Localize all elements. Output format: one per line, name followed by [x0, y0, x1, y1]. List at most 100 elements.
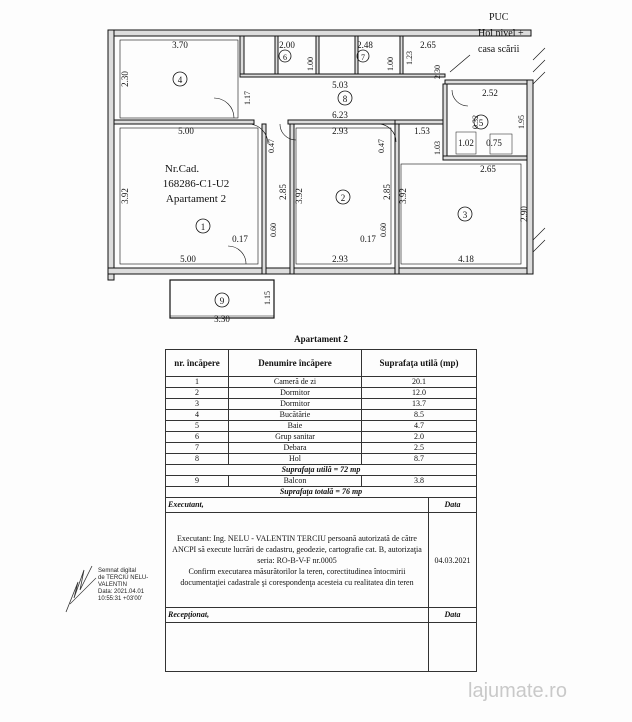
signature-line: VALENTIN: [98, 582, 127, 588]
dim-label: 2.85: [382, 184, 392, 200]
receptionat-body-row: [165, 622, 477, 672]
cell-name: Hol: [228, 453, 362, 465]
dim-label: 2.30: [120, 71, 130, 87]
cell-name: Grup sanitar: [228, 431, 362, 443]
cell-area: 2.5: [361, 442, 477, 454]
data-label-2: Data: [428, 607, 477, 623]
dim-label: 6.23: [332, 110, 348, 120]
signature-line: de TERCIU NELU-: [98, 575, 149, 581]
executant-table: Executant, Data Executant: Ing. NELU - V…: [165, 497, 477, 672]
dim-label: 3.92: [398, 188, 408, 204]
cell-area: 3.8: [361, 475, 477, 487]
sum-total: Suprafaţa totală = 76 mp: [165, 486, 477, 498]
hol-nivel-label: Hol nivel +: [478, 28, 524, 39]
cell-name: Bucătărie: [228, 409, 362, 421]
dim-label: 0.47: [377, 139, 386, 153]
cell-area: 2.0: [361, 431, 477, 443]
dim-label: 1.95: [517, 115, 526, 129]
dim-label: 2.65: [420, 40, 436, 50]
executant-body-row: Executant: Ing. NELU - VALENTIN TERCIU p…: [165, 512, 477, 608]
dim-label: 0.32: [471, 115, 480, 129]
dim-label: 1.03: [433, 141, 442, 155]
signature-line: 10:55:31 +03'00': [98, 596, 143, 602]
cell-nr: 4: [165, 409, 229, 421]
dim-label: 3.92: [294, 188, 304, 204]
sum-total-row: Suprafaţa totală = 76 mp: [165, 486, 477, 498]
dim-label: 2.93: [332, 126, 348, 136]
header-area: Suprafaţa utilă (mp): [361, 349, 477, 377]
dim-label: 0.47: [267, 139, 276, 153]
room-number-6: 6: [283, 53, 287, 62]
watermark-logo: lajumate.ro: [468, 680, 567, 702]
header-name: Denumire încăpere: [228, 349, 362, 377]
dim-label: 1.00: [386, 57, 395, 71]
casa-scarii-label: casa scării: [478, 44, 520, 55]
dim-label: 0.75: [486, 138, 502, 148]
room-number-1: 1: [201, 222, 206, 232]
cell-area: 8.5: [361, 409, 477, 421]
executant-label: Executant,: [165, 497, 429, 513]
cell-area: 8.7: [361, 453, 477, 465]
dim-label: 2.93: [332, 254, 348, 264]
date-value: 04.03.2021: [428, 512, 477, 608]
floor-plan: PUC Hol nivel + casa scării Nr.Cad. 1682…: [107, 12, 546, 324]
receptionat-header-row: Recepţionat, Data: [165, 607, 477, 623]
dim-label: 2.52: [482, 88, 498, 98]
cell-nr: 5: [165, 420, 229, 432]
apartment-label: Apartament 2: [166, 193, 226, 205]
dim-label: 5.00: [178, 126, 194, 136]
cell-name: Dormitor: [228, 398, 362, 410]
table-title: Apartament 2: [294, 334, 348, 344]
cell-nr: 7: [165, 442, 229, 454]
receptionat-label: Recepţionat,: [165, 607, 429, 623]
cell-nr: 1: [165, 376, 229, 388]
executant-cell: Executant: Ing. NELU - VALENTIN TERCIU p…: [165, 512, 429, 608]
dim-label: 1.15: [263, 291, 272, 305]
cad-id-label: 168286-C1-U2: [163, 178, 230, 190]
cell-name: Balcon: [228, 475, 362, 487]
room-number-2: 2: [341, 193, 346, 203]
cell-name: Dormitor: [228, 387, 362, 399]
room-number-5: 5: [479, 118, 484, 128]
room-number-3: 3: [463, 210, 468, 220]
dim-label: 3.30: [214, 314, 230, 324]
dim-label: 5.03: [332, 80, 348, 90]
executant-text: Executant: Ing. NELU - VALENTIN TERCIU p…: [172, 533, 422, 565]
sum-util-row: Suprafaţa utilă = 72 mp: [165, 464, 477, 476]
sum-util: Suprafaţa utilă = 72 mp: [165, 464, 477, 476]
cell-nr: 9: [165, 475, 229, 487]
room-number-9: 9: [220, 296, 225, 306]
dim-label: 0.17: [360, 234, 376, 244]
signature-line: Data: 2021.04.01: [98, 589, 145, 595]
cell-area: 4.7: [361, 420, 477, 432]
dim-label: 2.48: [357, 40, 373, 50]
dim-label: 1.23: [405, 51, 414, 65]
signature-line: Semnat digital: [98, 568, 137, 574]
dim-label: 1.17: [243, 91, 252, 105]
dim-label: 0.60: [269, 223, 278, 237]
room-number-7: 7: [361, 53, 365, 62]
dim-label: 0.60: [379, 223, 388, 237]
dim-label: 5.00: [180, 254, 196, 264]
area-table: nr. încăpere Denumire încăpere Suprafaţa…: [165, 349, 477, 498]
cell-area: 12.0: [361, 387, 477, 399]
header-nr: nr. încăpere: [165, 349, 229, 377]
room-number-8: 8: [343, 94, 348, 104]
cell-name: Cameră de zi: [228, 376, 362, 388]
table-header-row: nr. încăpere Denumire încăpere Suprafaţa…: [165, 349, 477, 377]
digital-signature: Semnat digital de TERCIU NELU- VALENTIN …: [98, 568, 148, 603]
confirm-text: Confirm executarea măsurătorilor la tere…: [180, 566, 414, 587]
room-number-4: 4: [178, 75, 183, 85]
data-label: Data: [428, 497, 477, 513]
cell-area: 20.1: [361, 376, 477, 388]
cad-number-label: Nr.Cad.: [165, 163, 199, 175]
